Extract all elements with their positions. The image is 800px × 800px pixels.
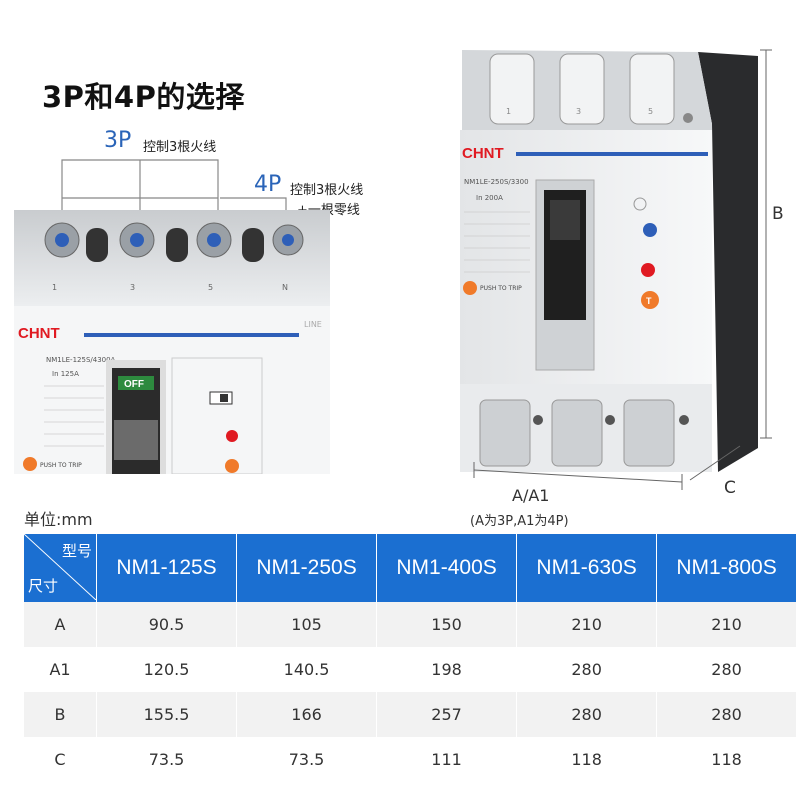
- dimension-c-label: C: [724, 478, 736, 498]
- table-cell: 73.5: [96, 737, 238, 782]
- table-cell: 120.5: [96, 647, 238, 692]
- corner-size-label: 尺寸: [28, 578, 59, 595]
- table-cell: 90.5: [96, 602, 238, 647]
- label-3p-note: 控制3根火线: [143, 140, 217, 155]
- rated-current: In 125A: [52, 370, 79, 378]
- dimension-a-label: A/A1: [512, 486, 550, 505]
- table-row: C 73.5 73.5 111 118 118: [24, 737, 796, 782]
- table-cell: 105: [236, 602, 378, 647]
- dimension-a-note: (A为3P,A1为4P): [470, 514, 569, 529]
- row-label: C: [24, 737, 97, 782]
- rated-current: In 200A: [476, 194, 503, 202]
- model-header: NM1-250S: [236, 534, 378, 602]
- terminal-label: 5: [208, 283, 213, 292]
- table-cell: 280: [656, 647, 796, 692]
- page-title: 3P和4P的选择: [42, 80, 245, 114]
- terminal-label: 3: [130, 283, 135, 292]
- table-row: A 90.5 105 150 210 210: [24, 602, 796, 647]
- table-cell: 73.5: [236, 737, 378, 782]
- unit-label: 单位:mm: [24, 510, 93, 529]
- table-cell: 210: [516, 602, 658, 647]
- table-cell: 111: [376, 737, 518, 782]
- label-4p-note-1: 控制3根火线: [290, 183, 364, 198]
- table-cell: 280: [516, 647, 658, 692]
- dimension-table: 型号 尺寸 NM1-125S NM1-250S NM1-400S NM1-630…: [24, 534, 796, 782]
- table-cell: 198: [376, 647, 518, 692]
- breaker-4p-photo: 1 3 5 N CHNT LINE NM1LE-125S/4300A In 12…: [14, 210, 330, 474]
- table-header-row: 型号 尺寸 NM1-125S NM1-250S NM1-400S NM1-630…: [24, 534, 796, 602]
- label-3p: 3P: [104, 128, 132, 153]
- terminal-label: 1: [506, 107, 511, 116]
- model-header: NM1-125S: [96, 534, 238, 602]
- terminal-label: 1: [52, 283, 57, 292]
- table-cell: 155.5: [96, 692, 238, 737]
- line-mark: LINE: [304, 320, 322, 329]
- model-header: NM1-630S: [516, 534, 658, 602]
- row-label: A1: [24, 647, 97, 692]
- table-cell: 166: [236, 692, 378, 737]
- terminal-label: N: [282, 283, 288, 292]
- model-text: NM1LE-125S/4300A: [46, 356, 116, 364]
- table-cell: 150: [376, 602, 518, 647]
- off-indicator: OFF: [124, 379, 144, 390]
- push-to-trip: PUSH TO TRIP: [480, 285, 522, 292]
- brand-logo: CHNT: [18, 325, 60, 342]
- table-row: B 155.5 166 257 280 280: [24, 692, 796, 737]
- model-text: NM1LE-250S/3300: [464, 178, 529, 186]
- terminal-label: 5: [648, 107, 653, 116]
- table-cell: 280: [656, 692, 796, 737]
- terminal-label: 3: [576, 107, 581, 116]
- table-corner-cell: 型号 尺寸: [24, 534, 97, 602]
- row-label: B: [24, 692, 97, 737]
- model-header: NM1-800S: [656, 534, 796, 602]
- dimension-b-label: B: [772, 204, 784, 224]
- row-label: A: [24, 602, 97, 647]
- table-cell: 280: [516, 692, 658, 737]
- label-4p: 4P: [254, 172, 282, 197]
- table-cell: 257: [376, 692, 518, 737]
- table-cell: 118: [656, 737, 796, 782]
- breaker-3p-photo: 1 3 5 CHNT NM1LE-250S/3300 In 200A T PUS…: [460, 50, 758, 472]
- table-row: A1 120.5 140.5 198 280 280: [24, 647, 796, 692]
- model-header: NM1-400S: [376, 534, 518, 602]
- corner-model-label: 型号: [61, 543, 92, 560]
- brand-logo: CHNT: [462, 145, 504, 162]
- table-cell: 210: [656, 602, 796, 647]
- push-to-trip: PUSH TO TRIP: [40, 462, 82, 469]
- table-cell: 140.5: [236, 647, 378, 692]
- table-cell: 118: [516, 737, 658, 782]
- test-button-mark: T: [646, 296, 652, 306]
